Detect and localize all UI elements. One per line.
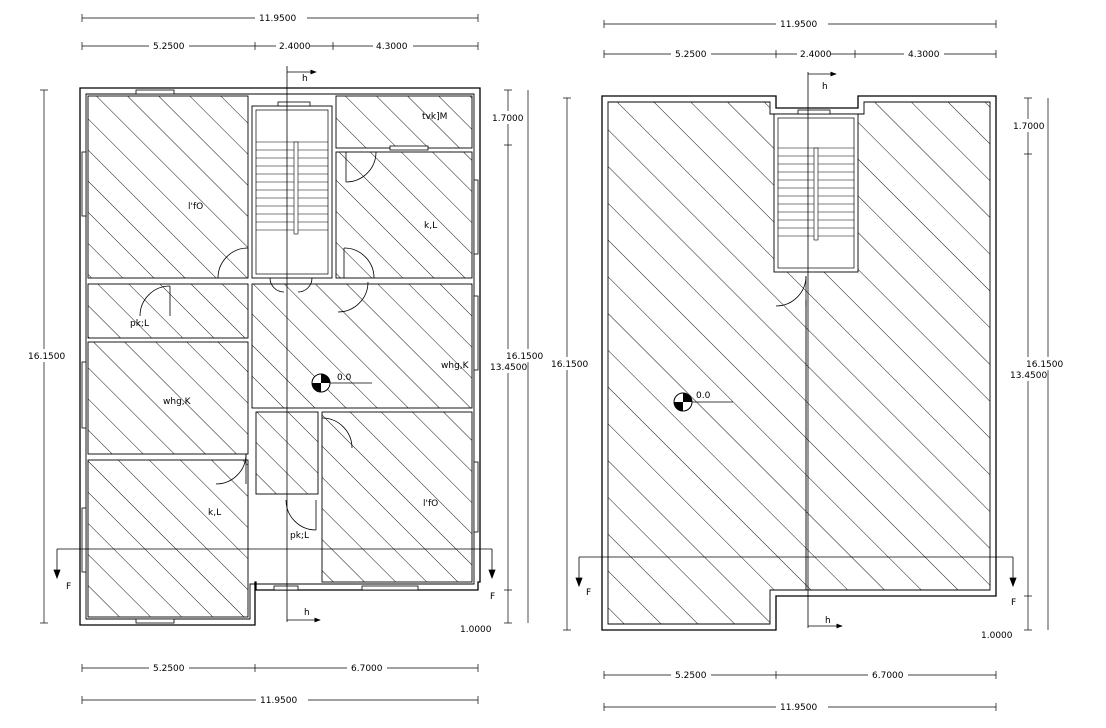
room-label: pk;L bbox=[290, 531, 309, 541]
section-h-bottom-right: h bbox=[825, 616, 831, 626]
dim-right-bottom-left: 1.0000 bbox=[460, 625, 492, 635]
dim-top-seg1-right: 5.2500 bbox=[675, 50, 707, 60]
dim-top-seg1-left: 5.2500 bbox=[153, 42, 185, 52]
room-hatch bbox=[335, 95, 473, 149]
room-hatch bbox=[87, 95, 249, 279]
left-outer-wall bbox=[79, 87, 481, 626]
dim-bottom-seg2-right: 6.7000 bbox=[872, 671, 904, 681]
left-floor-plan: 0.0 l'fO tvk]M k,L pk;L whg,K whg,K k,L … bbox=[26, 11, 544, 706]
dim-bottom-seg1-left: 5.2500 bbox=[153, 664, 185, 674]
room-hatch bbox=[321, 411, 473, 583]
dim-bottom-overall-left: 11.9500 bbox=[260, 696, 297, 706]
dim-top-overall-right: 11.9500 bbox=[780, 20, 817, 30]
room-label: l'fO bbox=[423, 499, 438, 509]
stair-treads bbox=[256, 141, 328, 235]
dim-right-overall-right: 16.1500 bbox=[1026, 360, 1063, 370]
dim-top-overall-left: 11.9500 bbox=[259, 14, 296, 24]
level-value-left: 0.0 bbox=[337, 373, 352, 383]
dim-right-bottom-right: 1.0000 bbox=[981, 631, 1013, 641]
section-f-left-right: F bbox=[586, 588, 591, 598]
level-value-right: 0.0 bbox=[696, 391, 711, 401]
stair-core-inner bbox=[255, 109, 329, 275]
stair-window-right bbox=[797, 109, 831, 115]
dim-left-overall-right: 16.1500 bbox=[551, 360, 588, 370]
dim-top-seg2-left: 2.4000 bbox=[279, 42, 311, 52]
dim-top-seg3-left: 4.3000 bbox=[376, 42, 408, 52]
dim-left-overall-left: 16.1500 bbox=[28, 352, 65, 362]
room-hatch bbox=[87, 283, 249, 339]
room-label: whg,K bbox=[163, 397, 192, 407]
dim-right-top-right: 1.7000 bbox=[1013, 122, 1045, 132]
dim-right-mid-right: 13.4500 bbox=[1010, 371, 1047, 381]
level-marker-right: 0.0 bbox=[673, 391, 733, 412]
room-hatch bbox=[87, 341, 249, 455]
left-inner-wall bbox=[85, 93, 475, 620]
room-label: tvk]M bbox=[422, 112, 447, 122]
room-label: l'fO bbox=[188, 202, 203, 212]
dim-top-seg2-right: 2.4000 bbox=[800, 50, 832, 60]
door-swings bbox=[139, 151, 377, 531]
section-h-top-right: h bbox=[822, 82, 828, 92]
dim-right-mid-left: 13.4500 bbox=[490, 363, 527, 373]
dim-bottom-seg1-right: 5.2500 bbox=[675, 671, 707, 681]
section-line-h-right bbox=[807, 71, 843, 629]
room-label: whg,K bbox=[441, 361, 470, 371]
dim-right-top-left: 1.7000 bbox=[492, 114, 524, 124]
right-inner-wall bbox=[607, 101, 991, 625]
room-hatch bbox=[251, 283, 473, 409]
dim-bottom-overall-right: 11.9500 bbox=[780, 703, 817, 713]
level-marker-left: 0.0 bbox=[311, 373, 372, 393]
dim-top-seg3-right: 4.3000 bbox=[908, 50, 940, 60]
right-floor-plan: 0.0 h h F F bbox=[549, 17, 1064, 713]
section-line-f-left bbox=[53, 548, 496, 580]
windows bbox=[81, 89, 479, 624]
room-hatch bbox=[87, 459, 249, 618]
section-f-right-right: F bbox=[1011, 598, 1016, 608]
room-label: k,L bbox=[208, 508, 221, 518]
right-outer-wall bbox=[601, 95, 997, 631]
section-h-bottom-left: h bbox=[304, 608, 310, 618]
door-swings-right bbox=[775, 275, 807, 307]
dim-bottom-seg2-left: 6.7000 bbox=[351, 664, 383, 674]
stair-core-inner-right bbox=[777, 117, 855, 269]
room-hatch bbox=[335, 151, 473, 279]
dim-right-overall-left: 16.1500 bbox=[506, 352, 543, 362]
stair-core bbox=[251, 105, 333, 279]
section-f-right-left: F bbox=[490, 592, 495, 602]
section-h-top-left: h bbox=[302, 74, 308, 84]
stair-treads-right bbox=[778, 147, 854, 241]
section-f-left-left: F bbox=[66, 582, 71, 592]
room-label: k,L bbox=[424, 221, 437, 231]
section-line-f-right bbox=[575, 556, 1017, 588]
room-label: pk;L bbox=[130, 319, 149, 329]
section-line-h-left bbox=[286, 66, 321, 623]
